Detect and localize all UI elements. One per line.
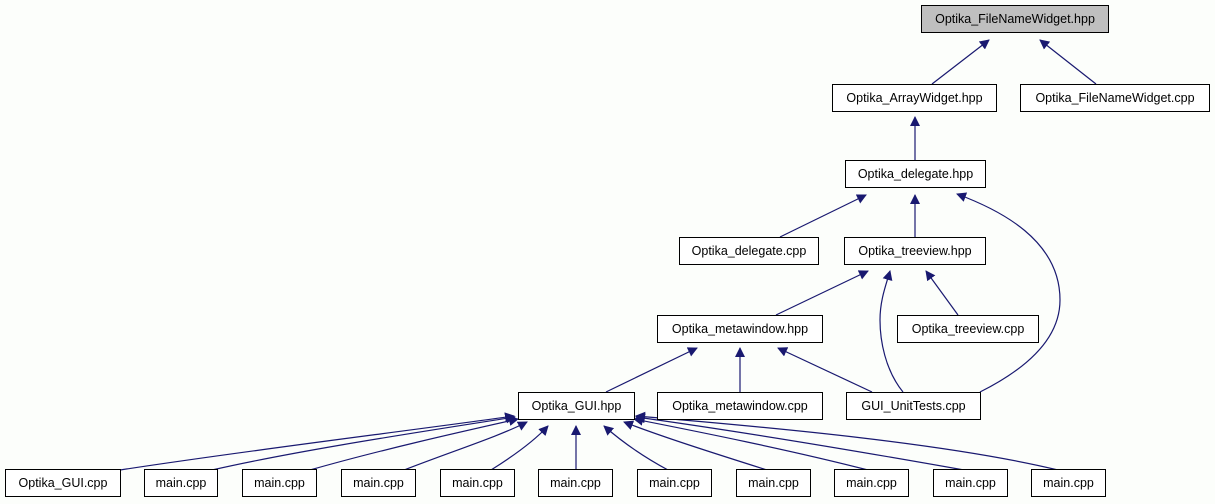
graph-node[interactable]: main.cpp	[341, 469, 416, 497]
dependency-edge	[635, 411, 1059, 471]
graph-node[interactable]: Optika_delegate.hpp	[845, 160, 986, 188]
dependency-edge	[925, 270, 959, 316]
dependency-edge	[211, 413, 516, 471]
dependency-edge	[879, 270, 904, 393]
graph-node[interactable]: main.cpp	[933, 469, 1008, 497]
graph-node[interactable]: GUI_UnitTests.cpp	[846, 392, 981, 420]
dependency-edge	[931, 39, 990, 85]
dependency-edge	[777, 347, 873, 393]
graph-node[interactable]: main.cpp	[1031, 469, 1106, 497]
dependency-edge	[956, 192, 1061, 393]
dependency-edge	[779, 194, 867, 238]
dependency-edge	[633, 415, 869, 471]
graph-node[interactable]: Optika_FileNameWidget.cpp	[1020, 84, 1210, 112]
graph-node[interactable]: Optika_treeview.hpp	[844, 237, 986, 265]
graph-node[interactable]: Optika_metawindow.cpp	[657, 392, 823, 420]
dependency-edge	[603, 425, 669, 471]
graph-node-root: Optika_FileNameWidget.hpp	[921, 5, 1109, 33]
graph-node[interactable]: Optika_metawindow.hpp	[657, 315, 823, 343]
graph-node[interactable]: Optika_treeview.cpp	[897, 315, 1039, 343]
dependency-edge	[605, 347, 698, 393]
graph-node[interactable]: main.cpp	[242, 469, 317, 497]
dependency-edge	[490, 425, 549, 471]
graph-node[interactable]: main.cpp	[440, 469, 515, 497]
dependency-edge	[775, 270, 869, 316]
graph-node[interactable]: Optika_ArrayWidget.hpp	[832, 84, 997, 112]
graph-node[interactable]: main.cpp	[144, 469, 218, 497]
dependency-edge	[623, 420, 768, 471]
graph-node[interactable]: main.cpp	[538, 469, 613, 497]
graph-node[interactable]: main.cpp	[834, 469, 909, 497]
graph-node[interactable]: main.cpp	[736, 469, 811, 497]
dependency-edge	[119, 412, 515, 471]
graph-node[interactable]: main.cpp	[637, 469, 712, 497]
graph-node[interactable]: Optika_delegate.cpp	[679, 237, 819, 265]
graph-node[interactable]: Optika_GUI.cpp	[5, 469, 121, 497]
graph-node[interactable]: Optika_GUI.hpp	[518, 392, 635, 420]
dependency-edge	[403, 421, 528, 471]
dependency-edge	[309, 416, 519, 471]
dependency-edge	[1039, 39, 1097, 85]
dependency-edge	[635, 413, 965, 471]
